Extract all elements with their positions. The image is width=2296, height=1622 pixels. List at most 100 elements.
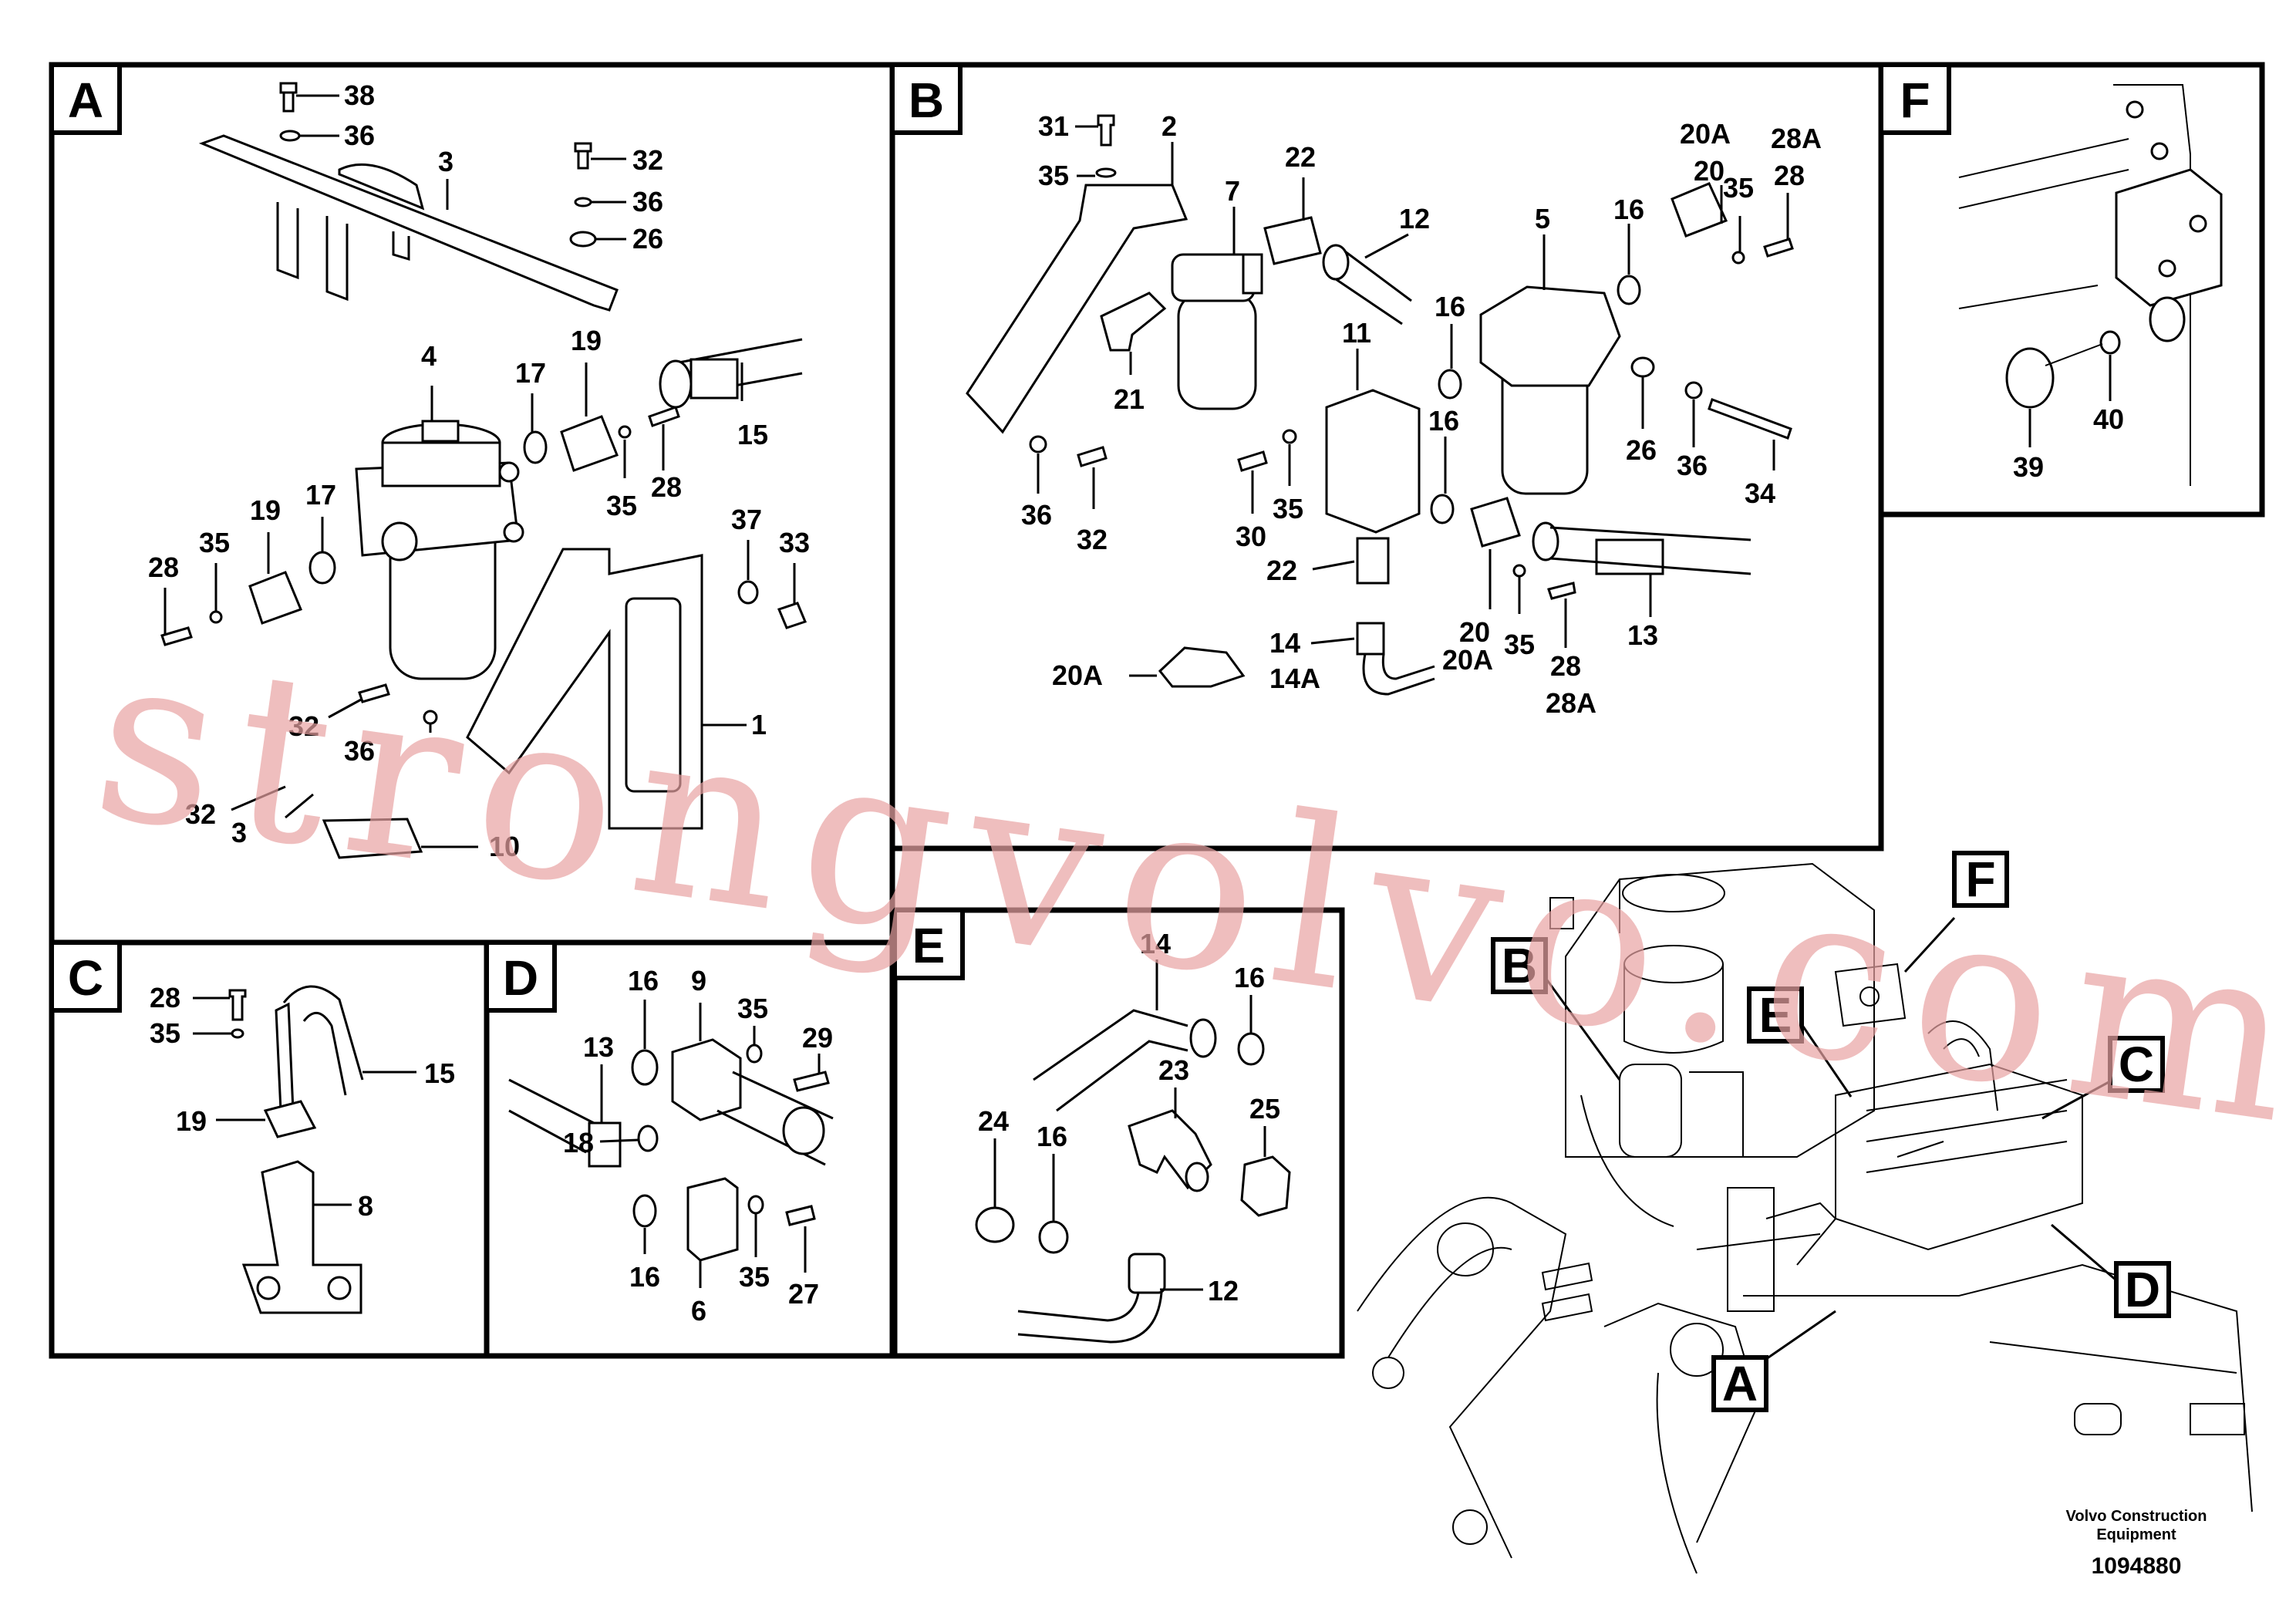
washer-35-b3-icon: [1282, 429, 1297, 444]
callout-b-22: 22: [1285, 141, 1316, 173]
callout-b-28a: 28A: [1771, 123, 1822, 154]
callout-e-16: 16: [1234, 962, 1265, 993]
callout-d-13: 13: [583, 1031, 614, 1063]
callout-b-14a: 14A: [1269, 663, 1320, 694]
washer-35-b-icon: [1095, 167, 1117, 178]
overview-b-box: [1491, 937, 1548, 994]
callout-b-16: 16: [1613, 194, 1644, 225]
callout-c-35: 35: [150, 1017, 180, 1049]
callout-d-16: 16: [628, 965, 659, 996]
callout-b-22b: 22: [1266, 555, 1297, 586]
callout-b-21: 21: [1114, 383, 1145, 415]
callout-b-20a3: 20A: [1052, 659, 1103, 691]
panel-f-frame: [1878, 62, 2265, 518]
washer-26-icon: [569, 231, 597, 248]
flange-6-icon: [686, 1177, 739, 1262]
bracket-2-icon: [966, 184, 1188, 434]
callout-f-39: 39: [2013, 451, 2044, 483]
panel-f-letter: F: [1900, 73, 1930, 128]
callout-b-35d: 35: [1504, 629, 1535, 660]
callout-d-9: 9: [691, 965, 706, 996]
panel-a-parts: [160, 82, 807, 859]
callout-a-17b: 17: [305, 479, 336, 511]
washer-35a-icon: [618, 425, 632, 439]
overview-f-label: F: [1965, 851, 1995, 907]
footer-company-line2: Equipment: [2096, 1526, 2176, 1543]
callout-a-33: 33: [779, 527, 810, 558]
hose-15-icon: [659, 338, 803, 409]
callout-b-28: 28: [1774, 160, 1805, 191]
callout-b-13: 13: [1627, 619, 1658, 651]
overview-e-box: [1747, 986, 1804, 1044]
panel-frames: [49, 62, 2265, 1359]
callout-a-19b: 19: [250, 494, 281, 526]
oring-24-icon: [975, 1206, 1015, 1243]
bracket-3-icon: [198, 134, 619, 312]
oring-16c-icon: [1430, 494, 1455, 524]
filter-5-icon: [1479, 285, 1621, 495]
flange-19b-icon: [248, 571, 302, 625]
block-11-icon: [1325, 389, 1421, 534]
callout-a-15: 15: [737, 419, 768, 450]
panel-e-letter: E: [912, 918, 946, 973]
callout-d-18: 18: [563, 1127, 594, 1158]
panel-f-parts: [1958, 84, 2223, 486]
callout-b-26: 26: [1626, 434, 1657, 466]
hose-14-e-icon: [1033, 1009, 1217, 1112]
callout-b-35c: 35: [1273, 493, 1303, 524]
flange-19-c-icon: [263, 1100, 317, 1138]
callout-b-32: 32: [1077, 524, 1108, 555]
callout-b-16c: 16: [1428, 405, 1459, 437]
bolt-33-icon: [777, 602, 807, 629]
callout-a-36c: 36: [344, 735, 375, 767]
callout-a-26: 26: [632, 223, 663, 255]
callout-f-40: 40: [2093, 403, 2124, 435]
callout-a-28b: 28: [148, 551, 179, 583]
overview-f-box: [1952, 851, 2009, 908]
callout-b-36: 36: [1677, 450, 1708, 481]
overview-b-label: B: [1502, 938, 1537, 993]
callout-a-32b: 32: [288, 710, 319, 742]
washer-35-d1-icon: [746, 1044, 763, 1064]
flange-9-icon: [671, 1038, 834, 1166]
callout-b-28b: 28: [1550, 650, 1581, 682]
panel-c-letter-box: [49, 940, 122, 1013]
nut-25-icon: [1240, 1155, 1291, 1217]
oring-18-icon: [637, 1125, 659, 1152]
washer-26-b-icon: [1630, 356, 1655, 378]
washer-35-d2-icon: [747, 1195, 764, 1215]
callout-a-36: 36: [344, 120, 375, 151]
fitting-22b-icon: [1356, 537, 1390, 585]
gasket-10-icon: [322, 818, 423, 859]
overview-d-label: D: [2125, 1262, 2160, 1317]
bolt-28-b2-icon: [1547, 582, 1576, 600]
panel-d-letter-box: [484, 940, 557, 1013]
callout-e-16b: 16: [1037, 1121, 1067, 1152]
panel-c-letter: C: [68, 950, 103, 1006]
callout-b-20a: 20A: [1680, 118, 1731, 150]
callout-e-14: 14: [1140, 928, 1171, 959]
panel-f-letter-box: [1879, 62, 1951, 135]
flange-20a-icon: [1671, 182, 1728, 238]
callout-b-30: 30: [1236, 521, 1266, 552]
panel-d-letter: D: [503, 950, 538, 1006]
callout-b-11: 11: [1342, 317, 1371, 349]
panel-a-letter: A: [68, 73, 103, 128]
callouts-panel-d: 16 9 35 29 13 18 16 6 35 27: [563, 965, 833, 1327]
callouts-panel-f: 39 40: [2013, 403, 2124, 483]
bolt-32-b-icon: [1077, 446, 1108, 467]
washer-37-icon: [737, 580, 759, 605]
callout-c-15: 15: [424, 1057, 455, 1089]
hose-13-d-icon: [508, 1078, 622, 1168]
callout-a-32: 32: [632, 144, 663, 176]
filter-head-7-icon: [1171, 253, 1263, 410]
callout-b-20: 20: [1694, 155, 1725, 187]
callout-b-20a2: 20A: [1442, 644, 1493, 676]
washer-35-c-icon: [231, 1028, 244, 1039]
panel-e-letter-box: [892, 908, 965, 980]
callout-b-35: 35: [1038, 160, 1069, 191]
callout-c-8: 8: [358, 1190, 373, 1222]
callout-b-20b: 20: [1459, 616, 1490, 648]
oring-16b-icon: [1438, 369, 1462, 400]
